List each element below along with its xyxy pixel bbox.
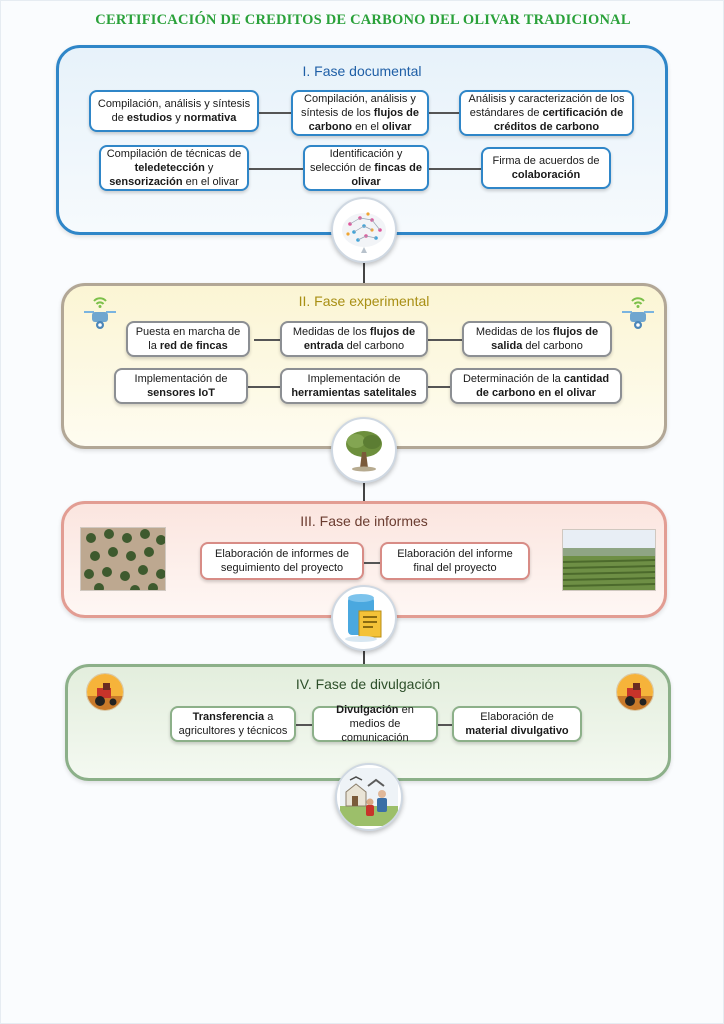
- phase-title: I. Fase documental: [302, 63, 422, 79]
- box-label: Elaboración del informe final del proyec…: [397, 548, 513, 574]
- box-label: Compilación, análisis y síntesis de estu…: [97, 98, 251, 124]
- box-flujos-salida: Medidas de los flujos de salida del carb…: [462, 321, 612, 357]
- olive-landscape-photo: [562, 529, 656, 591]
- link-line: [419, 168, 489, 170]
- box-label: Medidas de los flujos de salida del carb…: [475, 326, 599, 352]
- box-estandares-certificacion: Análisis y caracterización de los estánd…: [459, 90, 634, 136]
- phase-title: III. Fase de informes: [300, 513, 428, 529]
- box-flujos-entrada: Medidas de los flujos de entrada del car…: [280, 321, 428, 357]
- link-line: [364, 562, 384, 564]
- box-herramientas-satelitales: Implementación de herramientas satelital…: [280, 368, 428, 404]
- box-red-fincas: Puesta en marcha de la red de fincas: [126, 321, 250, 357]
- box-label: Identificación y selección de fincas de …: [310, 148, 422, 188]
- box-teledeteccion: Compilación de técnicas de teledetección…: [99, 145, 249, 191]
- box-label: Determinación de la cantidad de carbono …: [462, 373, 610, 399]
- link-line: [244, 386, 284, 388]
- phase-divulgacion: IV. Fase de divulgación Transferencia a …: [65, 664, 671, 781]
- box-flujos-carbono: Compilación, análisis y síntesis de los …: [291, 90, 429, 136]
- box-informes-seguimiento: Elaboración de informes de seguimiento d…: [200, 542, 364, 580]
- box-label: Compilación, análisis y síntesis de los …: [301, 93, 419, 133]
- box-label: Divulgación en medios de comunicación: [336, 704, 414, 744]
- box-fincas-olivar: Identificación y selección de fincas de …: [303, 145, 429, 191]
- drone-icon: [620, 292, 656, 332]
- box-label: Elaboración de material divulgativo: [465, 711, 569, 737]
- database-document-icon: [331, 585, 397, 651]
- tractor-icon: [86, 673, 124, 711]
- box-divulgacion-medios: Divulgación en medios de comunicación: [312, 704, 438, 744]
- brain-network-icon: [331, 197, 397, 263]
- box-label: Análisis y caracterización de los estánd…: [468, 93, 625, 133]
- box-cantidad-carbono: Determinación de la cantidad de carbono …: [450, 368, 622, 404]
- box-label: Transferencia a agricultores y técnicos: [178, 711, 288, 737]
- link-line: [426, 386, 456, 388]
- link-line: [294, 724, 316, 726]
- box-label: Puesta en marcha de la red de fincas: [135, 326, 241, 352]
- tractor-icon: [616, 673, 654, 711]
- box-sensores-iot: Implementación de sensores IoT: [114, 368, 248, 404]
- box-acuerdos-colaboracion: Firma de acuerdos de colaboración: [481, 147, 611, 189]
- olive-grove-aerial-photo: [80, 527, 166, 591]
- box-label: Medidas de los flujos de entrada del car…: [292, 326, 416, 352]
- box-estudios-normativa: Compilación, análisis y síntesis de estu…: [89, 90, 259, 132]
- farm-outreach-icon: [335, 763, 403, 831]
- link-line: [424, 339, 464, 341]
- box-label: Elaboración de informes de seguimiento d…: [215, 548, 349, 574]
- link-line: [436, 724, 454, 726]
- box-material-divulgativo: Elaboración de material divulgativo: [452, 706, 582, 742]
- phase-title: II. Fase experimental: [298, 293, 430, 309]
- olive-tree-icon: [331, 417, 397, 483]
- phase-documental: I. Fase documental Compilación, análisis…: [56, 45, 668, 235]
- box-transferencia: Transferencia a agricultores y técnicos: [170, 706, 296, 742]
- box-label: Implementación de herramientas satelital…: [291, 373, 417, 399]
- box-label: Implementación de sensores IoT: [134, 373, 228, 399]
- box-informe-final: Elaboración del informe final del proyec…: [380, 542, 530, 580]
- link-line: [429, 112, 469, 114]
- phase-title: IV. Fase de divulgación: [295, 676, 441, 692]
- link-line: [254, 339, 284, 341]
- drone-icon: [82, 292, 118, 332]
- box-label: Firma de acuerdos de colaboración: [492, 155, 600, 181]
- box-label: Compilación de técnicas de teledetección…: [106, 148, 242, 188]
- link-line: [249, 168, 309, 170]
- link-line: [259, 112, 319, 114]
- page-title: CERTIFICACIÓN DE CREDITOS DE CARBONO DEL…: [95, 12, 631, 28]
